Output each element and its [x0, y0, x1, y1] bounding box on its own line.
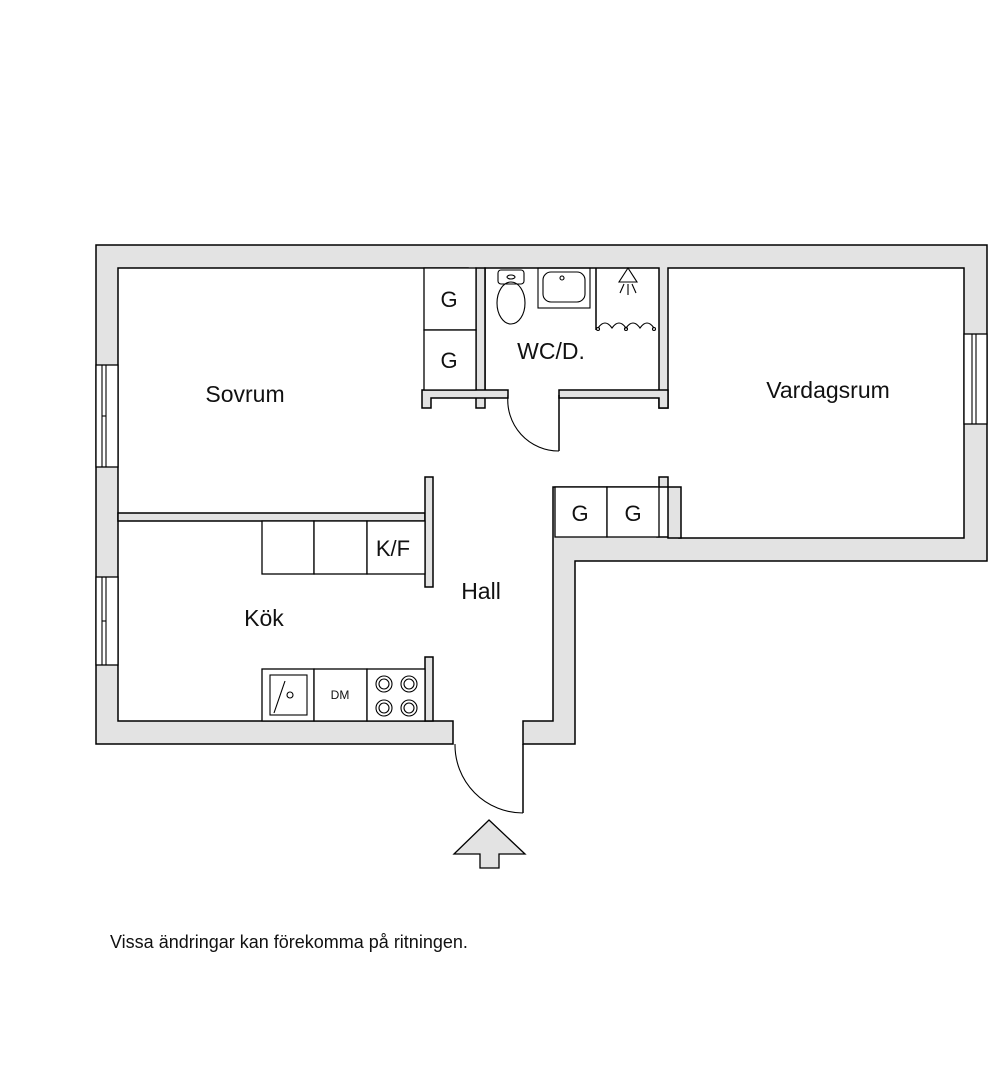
dishwasher-label: DM [331, 688, 350, 702]
wall-bedroom-kitchen [117, 512, 426, 522]
sink-icon [537, 267, 591, 309]
room-label-sovrum: Sovrum [205, 381, 284, 407]
entrance-arrow-icon [452, 819, 527, 869]
closet-hall-2 [606, 486, 660, 538]
room-label-kok: Kök [244, 605, 284, 631]
stove-icon [366, 668, 426, 722]
fridge-freezer [366, 520, 426, 575]
closet-bedroom-1 [423, 267, 477, 331]
wall-hall-lower [424, 656, 434, 722]
room-label-wc: WC/D. [517, 338, 585, 364]
wall-wc-south [421, 389, 509, 409]
window-bedroom [95, 364, 119, 468]
room-label-vardagsrum: Vardagsrum [766, 377, 890, 403]
wall-wc-west [475, 267, 486, 409]
disclaimer-text: Vissa ändringar kan förekomma på ritning… [110, 932, 468, 952]
outer-walls [95, 244, 988, 745]
closet-bedroom-2 [423, 329, 477, 391]
window-living [963, 333, 988, 425]
closet-label: G [440, 348, 457, 373]
kitchen-lower-counter [261, 668, 426, 722]
wall-wc-south-east [558, 389, 669, 409]
entrance-door [454, 743, 524, 814]
window-kitchen [95, 576, 119, 666]
bathroom-door [507, 394, 560, 452]
closet-label: G [440, 287, 457, 312]
closet-label: G [571, 501, 588, 526]
wall-hall-upper [424, 476, 434, 588]
kitchen-upper-cabinets [261, 520, 426, 575]
wall-living-stub [658, 476, 669, 488]
toilet-icon [496, 269, 526, 325]
wall-living-jamb [667, 486, 682, 539]
fridge-freezer-label: K/F [376, 536, 410, 561]
dishwasher [313, 668, 368, 722]
closet-label: G [624, 501, 641, 526]
shower-icon [595, 266, 657, 332]
room-label-hall: Hall [461, 578, 501, 604]
kitchen-sink-icon [261, 668, 315, 722]
